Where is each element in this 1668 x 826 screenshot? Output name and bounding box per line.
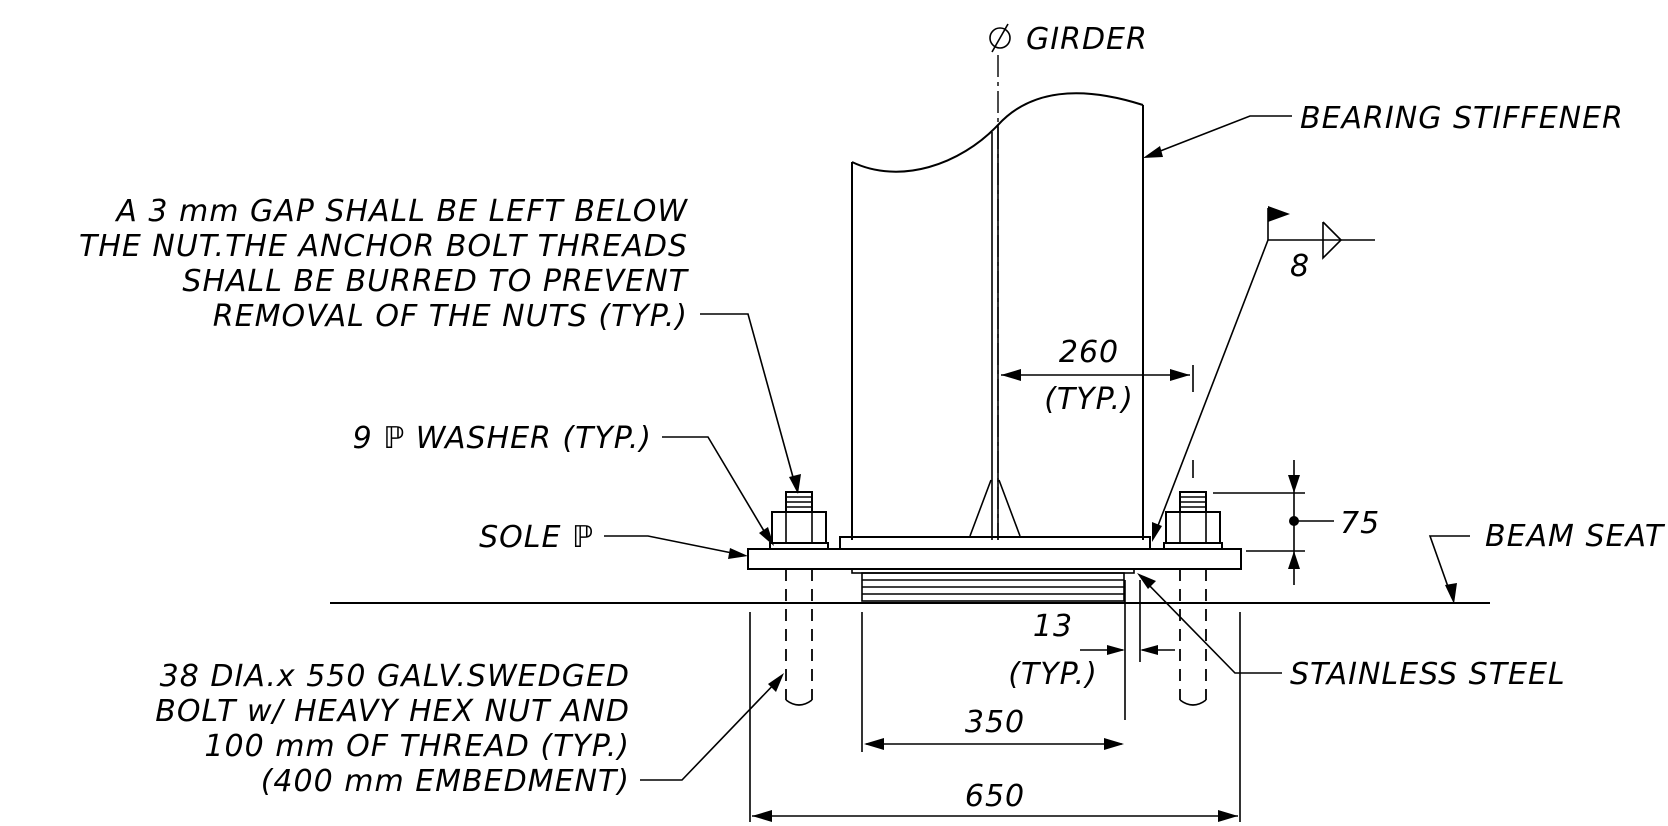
sole-plate-width-dimension [749, 612, 1241, 822]
girder-label: GIRDER [1026, 22, 1148, 57]
gap-note-line-3: SHALL BE BURRED TO PREVENT [182, 264, 689, 299]
edge-gap-dimension [1080, 580, 1175, 720]
gap-note-line-1: A 3 mm GAP SHALL BE LEFT BELOW [114, 194, 688, 229]
sole-plate-leader [604, 535, 748, 559]
bolt-note-line-1: 38 DIA.x 550 GALV.SWEDGED [160, 659, 630, 694]
beam-seat-label: BEAM SEAT [1485, 519, 1666, 554]
bearing-width-value: 350 [965, 705, 1025, 740]
gap-note-line-4: REMOVAL OF THE NUTS (TYP.) [213, 299, 688, 334]
weld-symbol-icon [1152, 206, 1375, 542]
stiffener-offset-value: 260 [1059, 335, 1119, 370]
washer-leader [662, 436, 774, 546]
bearing-stiffener-label: BEARING STIFFENER [1300, 101, 1624, 136]
stainless-steel-leader [1137, 573, 1282, 674]
left-anchor-bolt [769, 491, 829, 706]
bolt-note-line-4: (400 mm EMBEDMENT) [261, 764, 630, 799]
stiffener-offset-dimension [1001, 365, 1194, 392]
plate-thickness-dimension [1192, 460, 1334, 585]
gap-note-leader [700, 313, 801, 494]
bearing-stiffener-leader [1143, 115, 1292, 158]
bolt-note-leader [640, 673, 784, 781]
sole-plate-width-value: 650 [965, 779, 1025, 814]
weld-size-label: 8 [1290, 249, 1310, 284]
edge-gap-note: (TYP.) [1008, 657, 1098, 692]
girder-web [851, 92, 1144, 540]
plate-thickness-value: 75 [1340, 506, 1380, 541]
beam-seat-leader [1428, 535, 1470, 604]
masonry-plate [839, 536, 1151, 550]
bolt-note: 38 DIA.x 550 GALV.SWEDGED BOLT w/ HEAVY … [155, 659, 630, 799]
stainless-steel-label: STAINLESS STEEL [1290, 657, 1566, 692]
bolt-note-line-3: 100 mm OF THREAD (TYP.) [204, 729, 630, 764]
centerline-symbol-icon [989, 23, 1011, 53]
stiffener-offset-note: (TYP.) [1044, 382, 1134, 417]
bolt-note-line-2: BOLT w/ HEAVY HEX NUT AND [155, 694, 630, 729]
sole-plate-label: SOLE ℙ [479, 520, 594, 555]
elastomeric-bearing-pad [861, 572, 1125, 602]
gap-note: A 3 mm GAP SHALL BE LEFT BELOW THE NUT.T… [79, 194, 689, 334]
edge-gap-value: 13 [1033, 609, 1073, 644]
sole-plate [747, 548, 1242, 570]
bearing-width-dimension [861, 612, 1124, 752]
right-anchor-bolt [1163, 491, 1223, 706]
gap-note-line-2: THE NUT.THE ANCHOR BOLT THREADS [79, 229, 688, 264]
washer-label: 9 ℙ WASHER (TYP.) [353, 421, 652, 456]
